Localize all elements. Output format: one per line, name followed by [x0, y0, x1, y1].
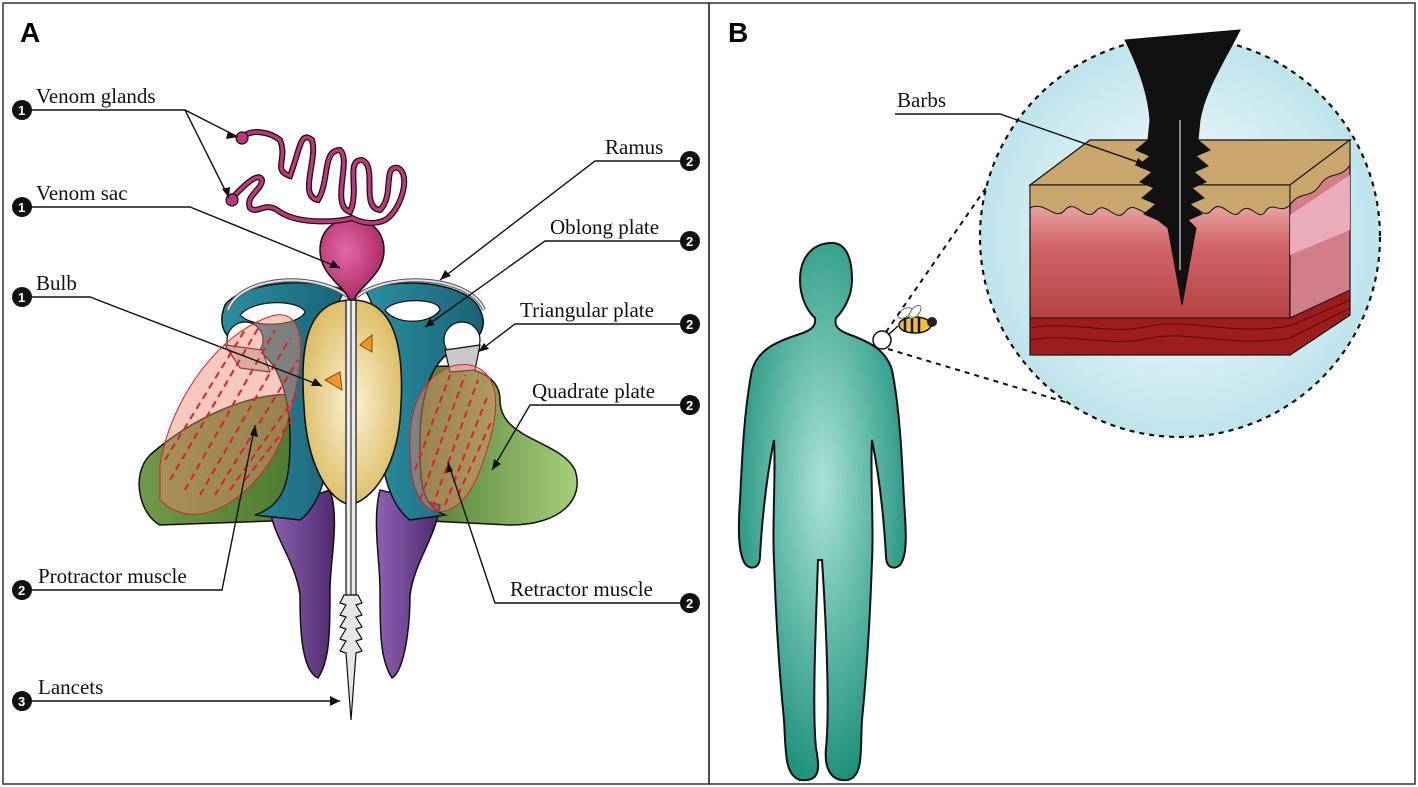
panel-b-letter: B — [728, 17, 748, 48]
label-quadrate-plate: Quadrate plate — [532, 379, 655, 403]
panel-b-labels: Barbs — [895, 88, 1147, 166]
venom-gland-bulb-top — [235, 131, 249, 145]
label-lancets: Lancets — [38, 675, 103, 699]
svg-text:1: 1 — [18, 200, 25, 215]
lancet-tip — [339, 594, 363, 721]
badge-triangular-plate — [680, 314, 700, 334]
label-retractor-muscle: Retractor muscle — [510, 577, 653, 601]
badge-retractor-muscle — [680, 593, 700, 613]
label-ramus: Ramus — [605, 135, 663, 159]
svg-text:1: 1 — [18, 103, 25, 118]
svg-text:1: 1 — [18, 290, 25, 305]
badge-lancets — [12, 691, 32, 711]
teal-window-right — [384, 300, 441, 322]
label-bulb: Bulb — [36, 271, 77, 295]
svg-text:3: 3 — [18, 694, 25, 709]
svg-text:2: 2 — [686, 154, 693, 169]
purple-plate-left — [269, 489, 336, 679]
label-venom-sac: Venom sac — [36, 181, 128, 205]
badge-bulb — [12, 287, 32, 307]
svg-text:2: 2 — [686, 317, 693, 332]
svg-text:2: 2 — [686, 234, 693, 249]
panel-a-letter: A — [20, 17, 40, 48]
badge-oblong-plate — [680, 231, 700, 251]
valve-lower — [323, 371, 343, 391]
label-venom-glands: Venom glands — [36, 84, 156, 108]
label-protractor-muscle: Protractor muscle — [38, 564, 187, 588]
teal-window-left — [239, 302, 306, 325]
retractor-muscle — [409, 363, 497, 513]
muscle-layer — [1029, 289, 1351, 356]
purple-plate-right — [375, 489, 441, 680]
sting-site — [872, 330, 892, 350]
panel-b-frame — [708, 2, 1416, 785]
sting-apparatus — [138, 129, 578, 721]
badge-ramus — [680, 151, 700, 171]
badge-venom-sac — [12, 197, 32, 217]
label-oblong-plate: Oblong plate — [550, 215, 659, 239]
svg-text:2: 2 — [686, 398, 693, 413]
badge-venom-glands — [12, 100, 32, 120]
badge-quadrate-plate — [680, 395, 700, 415]
human-figure — [737, 241, 907, 782]
svg-text:2: 2 — [18, 583, 25, 598]
triangular-plate-left — [223, 344, 271, 373]
label-triangular-plate: Triangular plate — [520, 298, 654, 322]
stinger — [1124, 29, 1241, 306]
valve-upper — [359, 333, 373, 353]
svg-text:2: 2 — [686, 596, 693, 611]
zoom-line-lower — [887, 348, 1076, 406]
skin-zoom-view — [978, 29, 1382, 439]
panel-a-labels: 1 Venom glands 1 Venom sac 1 Bulb 2 Ramu… — [12, 84, 700, 711]
badge-protractor-muscle — [12, 580, 32, 600]
label-barbs: Barbs — [897, 88, 946, 112]
bee-icon — [887, 304, 937, 336]
